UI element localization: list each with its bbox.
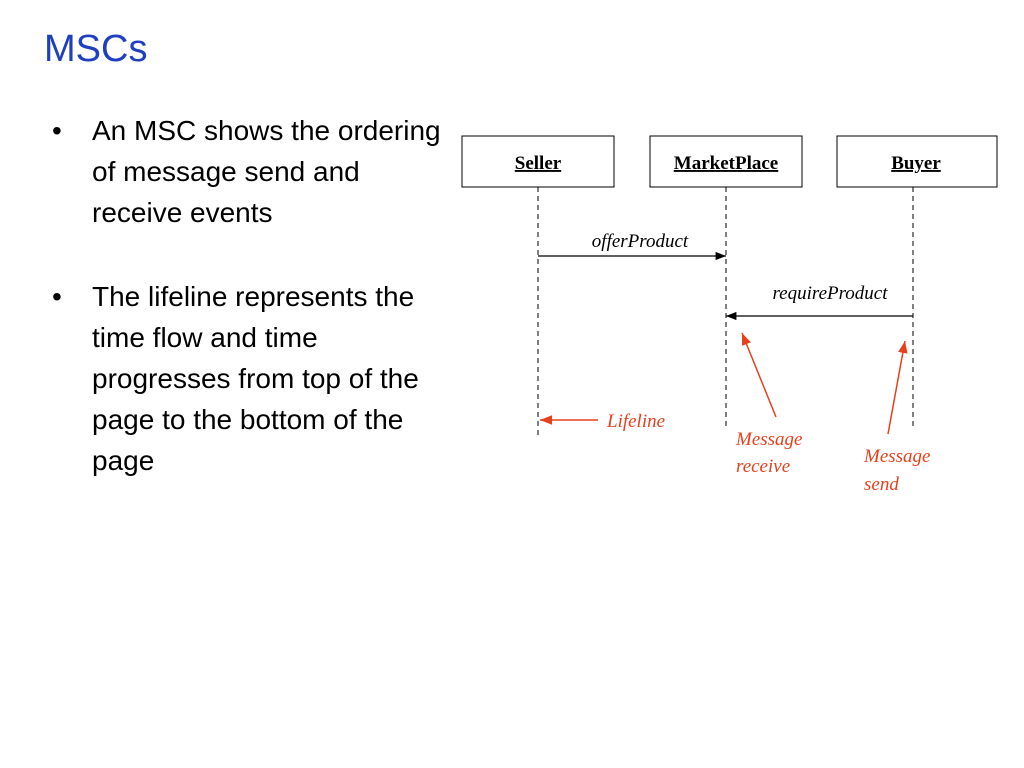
message-send-annotation-line2: send <box>864 474 899 495</box>
lifeline-annotation: Lifeline <box>606 411 665 432</box>
page-title: MSCs <box>44 28 148 70</box>
object-label-buyer: Buyer <box>891 153 941 174</box>
message-send-pointer-arrow <box>887 340 908 435</box>
bullet-glyph: • <box>52 281 62 312</box>
message-receive-pointer-arrow <box>741 332 777 418</box>
bullet-list: • An MSC shows the ordering of message s… <box>52 110 447 524</box>
message-receive-annotation-line1: Message <box>735 429 802 450</box>
object-label-marketplace: MarketPlace <box>674 153 778 174</box>
bullet-text: The lifeline represents the time flow an… <box>92 281 419 476</box>
message-receive-annotation-line2: receive <box>736 456 790 477</box>
object-buyer: Buyer <box>836 135 998 188</box>
object-marketplace: MarketPlace <box>649 135 803 188</box>
message-label-requireproduct: requireProduct <box>772 283 888 304</box>
message-label-offerproduct: offerProduct <box>592 231 689 252</box>
object-seller: Seller <box>461 135 615 188</box>
bullet-text: An MSC shows the ordering of message sen… <box>92 115 441 228</box>
bullet-item: • The lifeline represents the time flow … <box>52 276 447 481</box>
object-label-seller: Seller <box>515 153 562 174</box>
bullet-glyph: • <box>52 115 62 146</box>
message-send-annotation-line1: Message <box>863 446 930 467</box>
bullet-item: • An MSC shows the ordering of message s… <box>52 110 447 233</box>
